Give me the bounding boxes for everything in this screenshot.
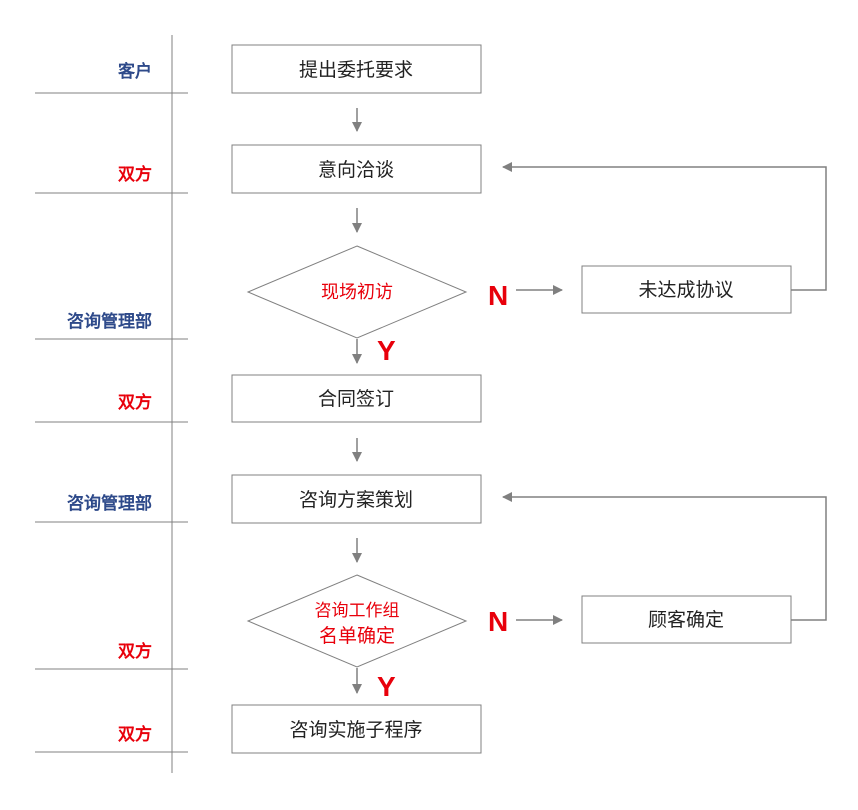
connectors xyxy=(352,108,827,694)
lane-separators xyxy=(35,92,188,753)
node-reject1-label: 未达成协议 xyxy=(638,279,733,301)
node-step1: 提出委托要求 xyxy=(231,44,482,94)
branch-label-no-1: N xyxy=(488,280,508,311)
node-decision2: 咨询工作组 名单确定 xyxy=(246,574,468,668)
branch-label-no-2: N xyxy=(488,606,508,637)
node-step2-label: 意向洽谈 xyxy=(318,159,394,181)
node-step4-label: 咨询方案策划 xyxy=(299,489,413,511)
node-step4: 咨询方案策划 xyxy=(231,474,482,524)
lane-label-both-3: 双方 xyxy=(118,641,152,662)
node-decision2-label-line2: 名单确定 xyxy=(319,625,395,647)
branch-label-yes-2: Y xyxy=(377,671,396,702)
node-step2: 意向洽谈 xyxy=(231,144,482,194)
node-decision1-label: 现场初访 xyxy=(321,282,393,303)
node-reject2-label: 顾客确定 xyxy=(648,609,724,631)
node-step5-label: 咨询实施子程序 xyxy=(289,719,422,741)
lane-label-consult-dept-1: 咨询管理部 xyxy=(67,311,152,332)
node-reject1: 未达成协议 xyxy=(581,265,792,314)
node-step1-label: 提出委托要求 xyxy=(299,59,413,81)
arrow-reject2-to-step4 xyxy=(502,492,827,621)
node-step3: 合同签订 xyxy=(231,374,482,423)
lane-label-consult-dept-2: 咨询管理部 xyxy=(67,493,152,514)
node-reject2: 顾客确定 xyxy=(581,595,792,644)
node-step3-label: 合同签订 xyxy=(318,388,394,410)
lane-label-both-1: 双方 xyxy=(118,164,152,185)
lane-label-both-2: 双方 xyxy=(118,392,152,413)
arrow-reject1-to-step2 xyxy=(502,162,827,291)
node-step5: 咨询实施子程序 xyxy=(231,704,482,754)
node-decision2-label-line1: 咨询工作组 xyxy=(315,601,400,621)
lane-label-customer: 客户 xyxy=(117,61,152,82)
lane-label-both-4: 双方 xyxy=(118,724,152,745)
branch-label-yes-1: Y xyxy=(377,335,396,366)
node-decision1: 现场初访 xyxy=(246,245,468,339)
